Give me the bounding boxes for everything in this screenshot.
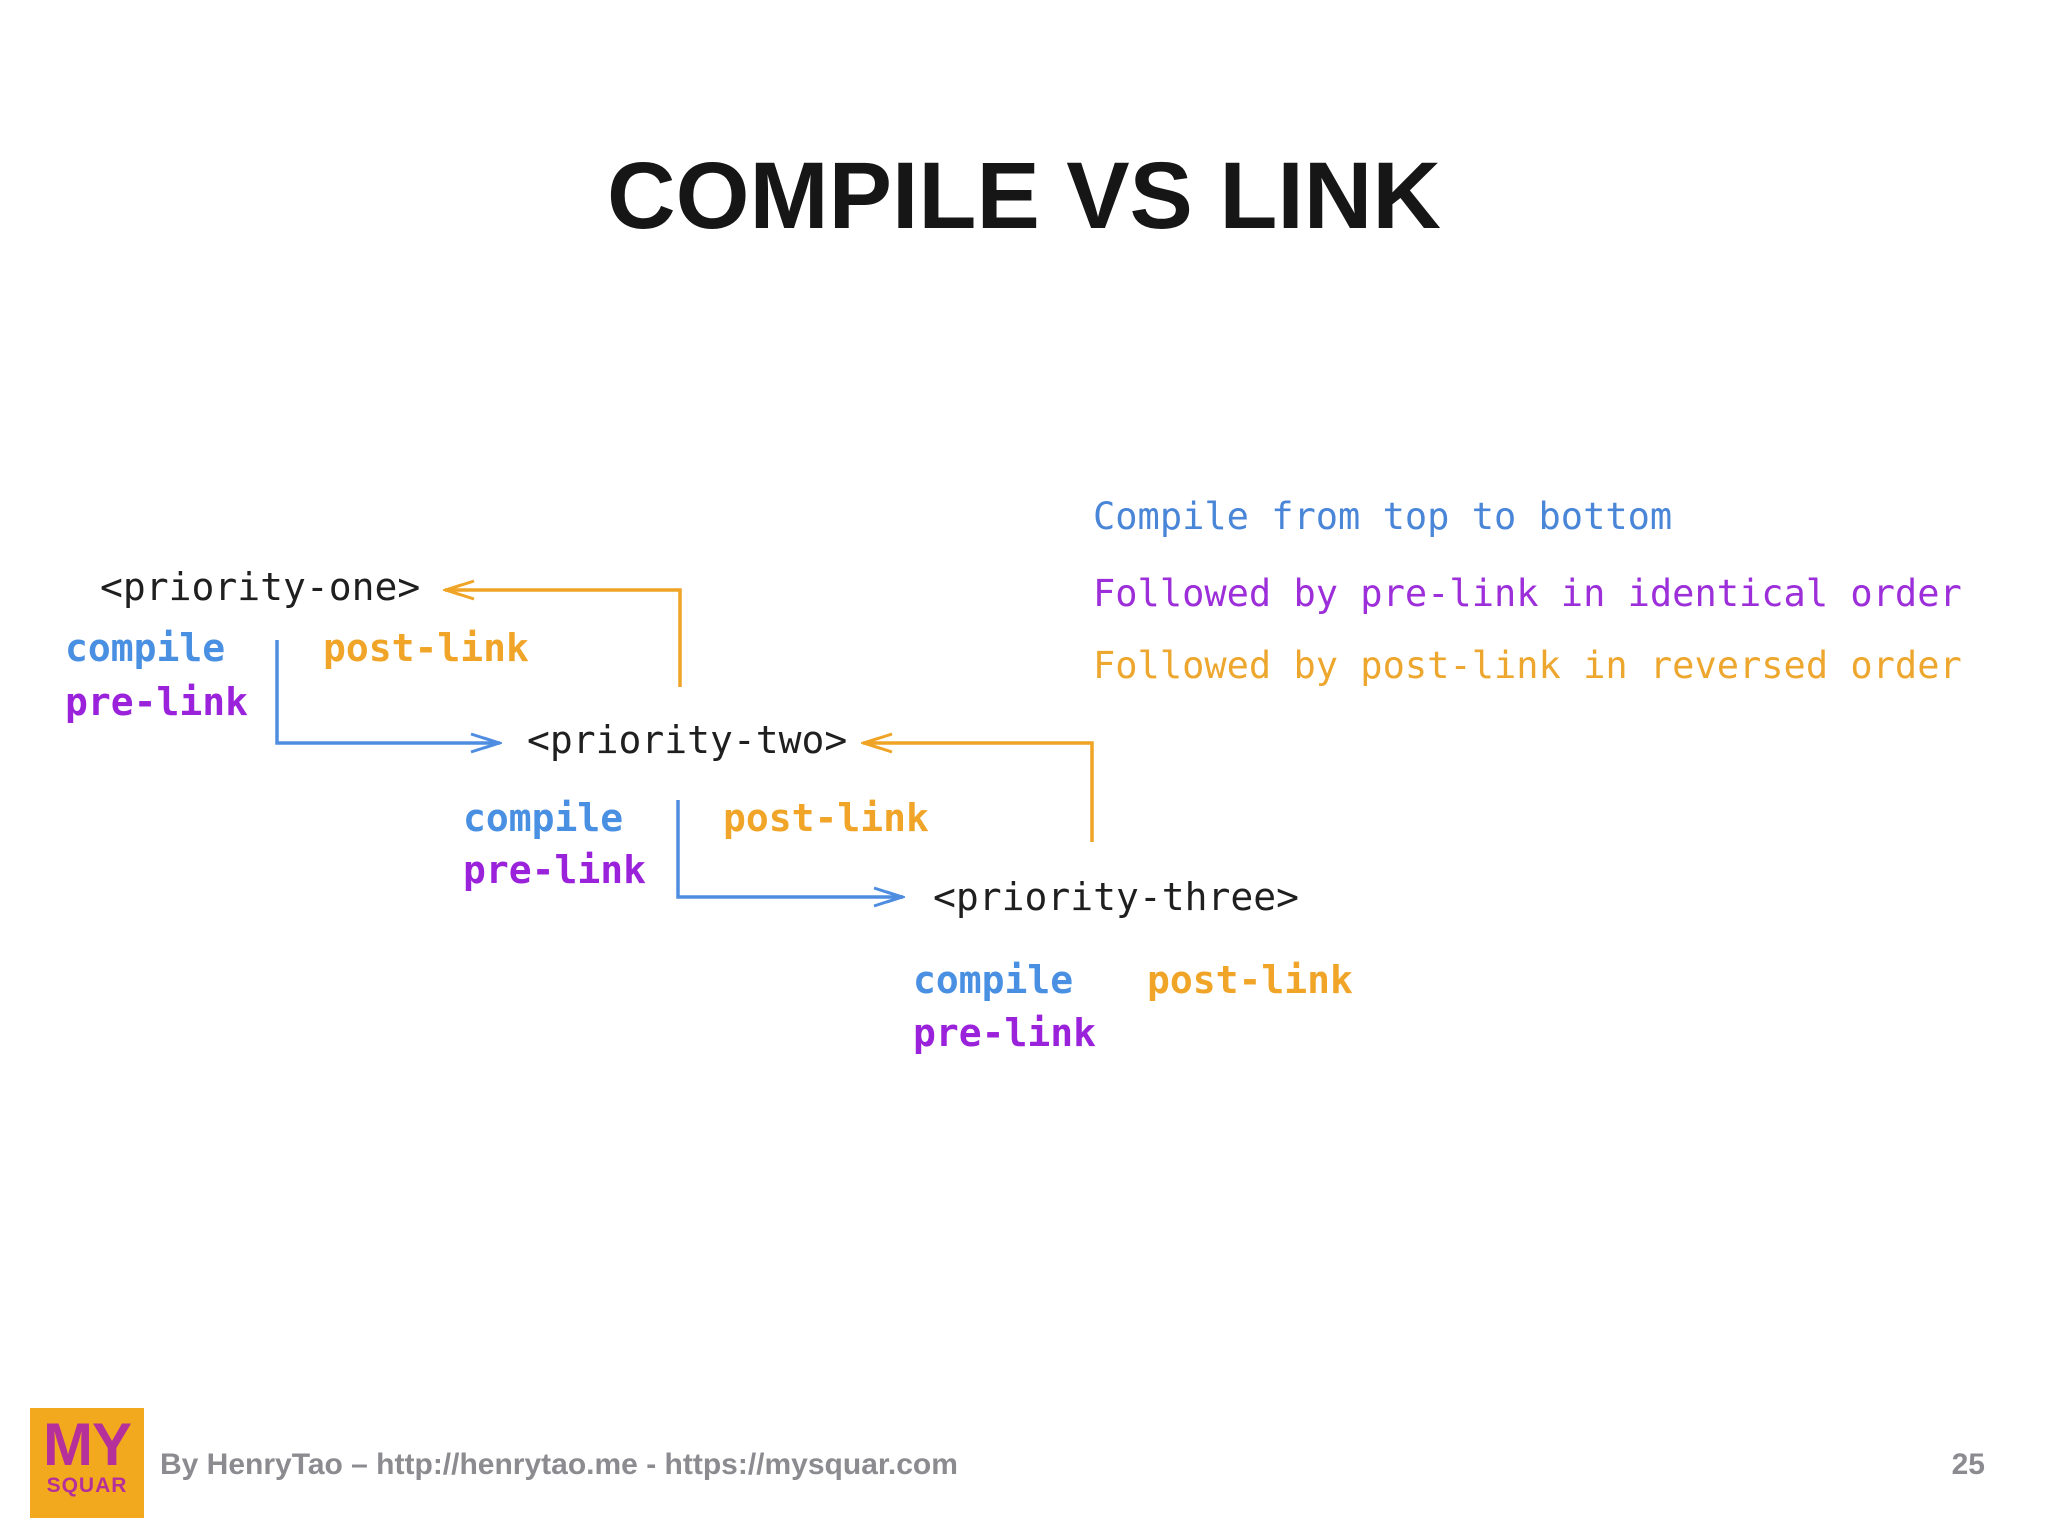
pre-link-label-three: pre-link xyxy=(913,1011,1097,1055)
compile-label-three: compile xyxy=(913,958,1074,1002)
page-number: 25 xyxy=(1951,1448,1985,1481)
post-link-label-one: post-link xyxy=(323,626,529,670)
footer-credit: By HenryTao – http://henrytao.me - https… xyxy=(160,1448,958,1481)
compile-label-two: compile xyxy=(463,796,624,840)
post-link-label-two: post-link xyxy=(723,796,929,840)
pre-link-label-one: pre-link xyxy=(65,680,249,724)
mysquar-logo: MY SQUAR xyxy=(30,1408,144,1518)
tag-priority-two: <priority-two> xyxy=(527,718,848,762)
page-title: COMPILE VS LINK xyxy=(607,143,1441,249)
legend-pre-link-order: Followed by pre-link in identical order xyxy=(1093,572,1962,615)
pre-link-label-two: pre-link xyxy=(463,848,647,892)
logo-text-squar: SQUAR xyxy=(46,1474,128,1497)
logo-text-my: MY xyxy=(43,1411,132,1478)
legend-post-link-order: Followed by post-link in reversed order xyxy=(1093,644,1962,687)
legend-compile-order: Compile from top to bottom xyxy=(1093,495,1673,538)
compile-label-one: compile xyxy=(65,626,226,670)
tag-priority-one: <priority-one> xyxy=(100,565,421,609)
tag-priority-three: <priority-three> xyxy=(933,875,1300,919)
post-link-label-three: post-link xyxy=(1147,958,1353,1002)
